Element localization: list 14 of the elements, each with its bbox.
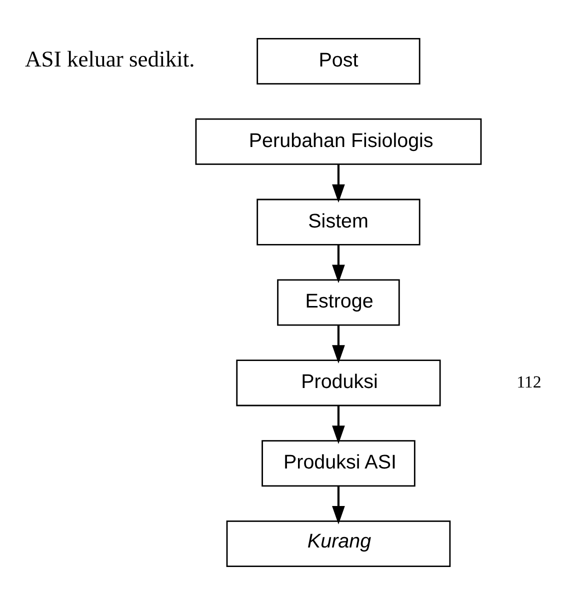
arrow [332,244,345,284]
arrow [332,406,345,444]
label: 112 [516,372,542,392]
node-box: Post [256,38,420,84]
node-box: Perubahan Fisiologis [195,118,482,165]
arrow [332,486,345,524]
arrow [332,164,345,203]
label: ASI keluar sedikit. [24,46,195,72]
node-box: Produksi [236,360,441,406]
node-box: Produksi ASI [262,440,416,487]
node-box: Sistem [256,198,420,246]
node-box: Kurang [226,520,451,568]
node-box: Estroge [277,279,400,326]
arrow [332,325,345,364]
